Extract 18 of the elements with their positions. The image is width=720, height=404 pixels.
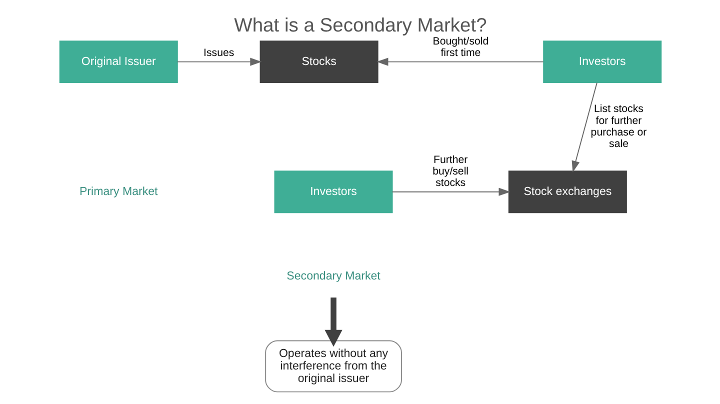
- edge-label: Issues: [203, 46, 234, 59]
- label: Primary Market: [78, 186, 158, 198]
- node-box: Operates without any interference from the original issuer: [264, 340, 402, 392]
- diagram-title: What is a Secondary Market?: [234, 15, 486, 36]
- node-box: Investors: [542, 40, 662, 83]
- edge-label: List stocks for further purchase or sale: [590, 103, 646, 150]
- node-box: Original Issuer: [58, 40, 178, 83]
- node-text: Secondary Market: [286, 270, 380, 283]
- edge-label: Bought/sold first time: [432, 35, 488, 59]
- node-box: Stock exchanges: [508, 170, 626, 214]
- arrow: [376, 58, 544, 66]
- node-box: Investors: [274, 170, 392, 214]
- arrow: [324, 298, 342, 347]
- arrow: [176, 58, 262, 66]
- node-box: Stocks: [259, 40, 378, 83]
- arrow: [571, 82, 597, 172]
- edge-label: Further buy/sell stocks: [432, 154, 468, 189]
- arrow: [391, 188, 510, 196]
